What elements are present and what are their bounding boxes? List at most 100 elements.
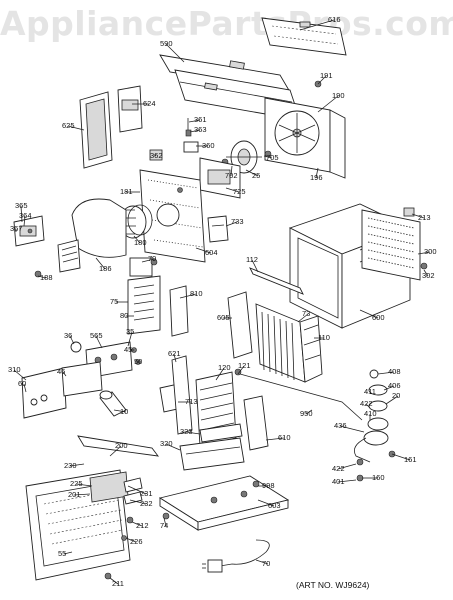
part-capacitor-group [127, 257, 161, 335]
callout-181: 181 [120, 187, 133, 196]
callout-70: 70 [262, 559, 270, 568]
leader-line-180 [133, 235, 141, 244]
leader-line-120 [215, 367, 225, 381]
leader-line-320 [165, 443, 181, 451]
callout-35: 35 [126, 327, 134, 336]
leader-line-401 [337, 479, 357, 483]
leader-line-590 [165, 43, 185, 63]
part-base-pan [158, 475, 290, 531]
leader-line-408 [377, 371, 395, 375]
callout-55: 55 [58, 549, 66, 558]
callout-408: 408 [388, 367, 401, 376]
callout-160: 160 [372, 473, 385, 482]
leader-line-112 [251, 259, 259, 273]
part-control-housing [149, 149, 241, 199]
part-cabinet [288, 203, 412, 329]
watermark: AppliancePartsPros.com [0, 4, 453, 43]
callout-616: 616 [328, 15, 341, 24]
part-louvers [123, 477, 143, 505]
leader-line-200 [109, 445, 122, 457]
leader-line-190 [317, 95, 339, 113]
leader-line-300 [417, 251, 431, 255]
callout-603: 603 [268, 501, 281, 510]
callout-411: 411 [364, 387, 376, 396]
callout-20: 20 [392, 391, 400, 400]
leader-line-10 [113, 409, 127, 413]
callout-112: 112 [246, 255, 258, 264]
leader-line-603 [257, 499, 275, 507]
part-shock-10 [99, 390, 127, 417]
callout-360: 360 [202, 141, 215, 150]
callout-436: 436 [334, 421, 347, 430]
leader-line-213 [411, 213, 425, 219]
leader-line-725 [225, 187, 240, 193]
callout-191: 191 [320, 71, 333, 80]
callout-188: 188 [40, 273, 53, 282]
part-screw-998 [252, 480, 260, 488]
leader-line-365 [20, 205, 23, 223]
part-screw-211 [104, 572, 112, 580]
art-number: (ART NO. WJ9624) [296, 580, 370, 590]
leader-line-25 [245, 169, 259, 177]
part-bracket-733 [207, 215, 229, 243]
leader-line-188 [37, 275, 47, 279]
leader-line-231 [127, 485, 147, 495]
part-screw-74 [162, 512, 170, 520]
callout-232: 232 [140, 499, 153, 508]
leader-line-46 [62, 371, 67, 377]
callout-211: 211 [112, 579, 124, 588]
callout-110: 110 [318, 333, 330, 342]
callout-610: 610 [278, 433, 291, 442]
leader-line-810 [179, 293, 197, 299]
leader-line-212 [131, 521, 143, 527]
leader-line-616 [299, 19, 335, 31]
leader-line-422a [365, 403, 371, 409]
leader-line-310 [13, 369, 27, 381]
part-rear-grille [361, 207, 428, 281]
part-bracket-810 [169, 285, 189, 337]
callout-810: 810 [190, 289, 203, 298]
callout-121: 121 [238, 361, 251, 370]
leader-line-211 [109, 577, 119, 585]
leader-line-705 [263, 155, 273, 159]
callout-226: 226 [130, 537, 143, 546]
callout-201: 201 [68, 490, 81, 499]
part-scroll-panel [139, 169, 206, 263]
leader-line-600 [359, 309, 379, 319]
callout-713: 713 [185, 397, 198, 406]
part-panel-610 [243, 395, 269, 451]
leader-line-604 [195, 247, 212, 254]
callout-365: 365 [15, 201, 28, 210]
leader-line-625 [67, 125, 85, 131]
callout-621: 621 [168, 349, 181, 358]
part-screw-212 [126, 516, 134, 524]
callout-300: 300 [424, 247, 437, 256]
leader-line-161 [391, 453, 411, 461]
callout-705: 705 [266, 153, 279, 162]
callout-73: 73 [302, 309, 310, 318]
part-strip-323 [199, 423, 243, 443]
callout-604: 604 [205, 248, 218, 257]
part-grille-top [261, 17, 347, 56]
leader-line-36 [69, 335, 75, 345]
leader-line-436 [339, 425, 365, 433]
callout-74: 74 [160, 521, 168, 530]
callout-725: 725 [233, 187, 246, 196]
leader-line-323 [185, 431, 201, 435]
part-motor-bracket [183, 118, 199, 153]
leader-line-201 [73, 493, 91, 496]
callout-180: 180 [134, 238, 147, 247]
callout-190: 190 [332, 91, 345, 100]
leader-line-733 [225, 221, 238, 227]
callout-10: 10 [120, 407, 128, 416]
part-filter [79, 85, 143, 169]
leader-line-35 [127, 331, 133, 347]
part-drain-pan [179, 437, 245, 471]
part-side-panel-605 [227, 291, 253, 359]
callout-702: 702 [225, 171, 238, 180]
leader-line-70 [255, 559, 269, 565]
leader-lines [13, 19, 431, 585]
callout-75: 75 [110, 297, 118, 306]
callout-320: 320 [160, 439, 173, 448]
